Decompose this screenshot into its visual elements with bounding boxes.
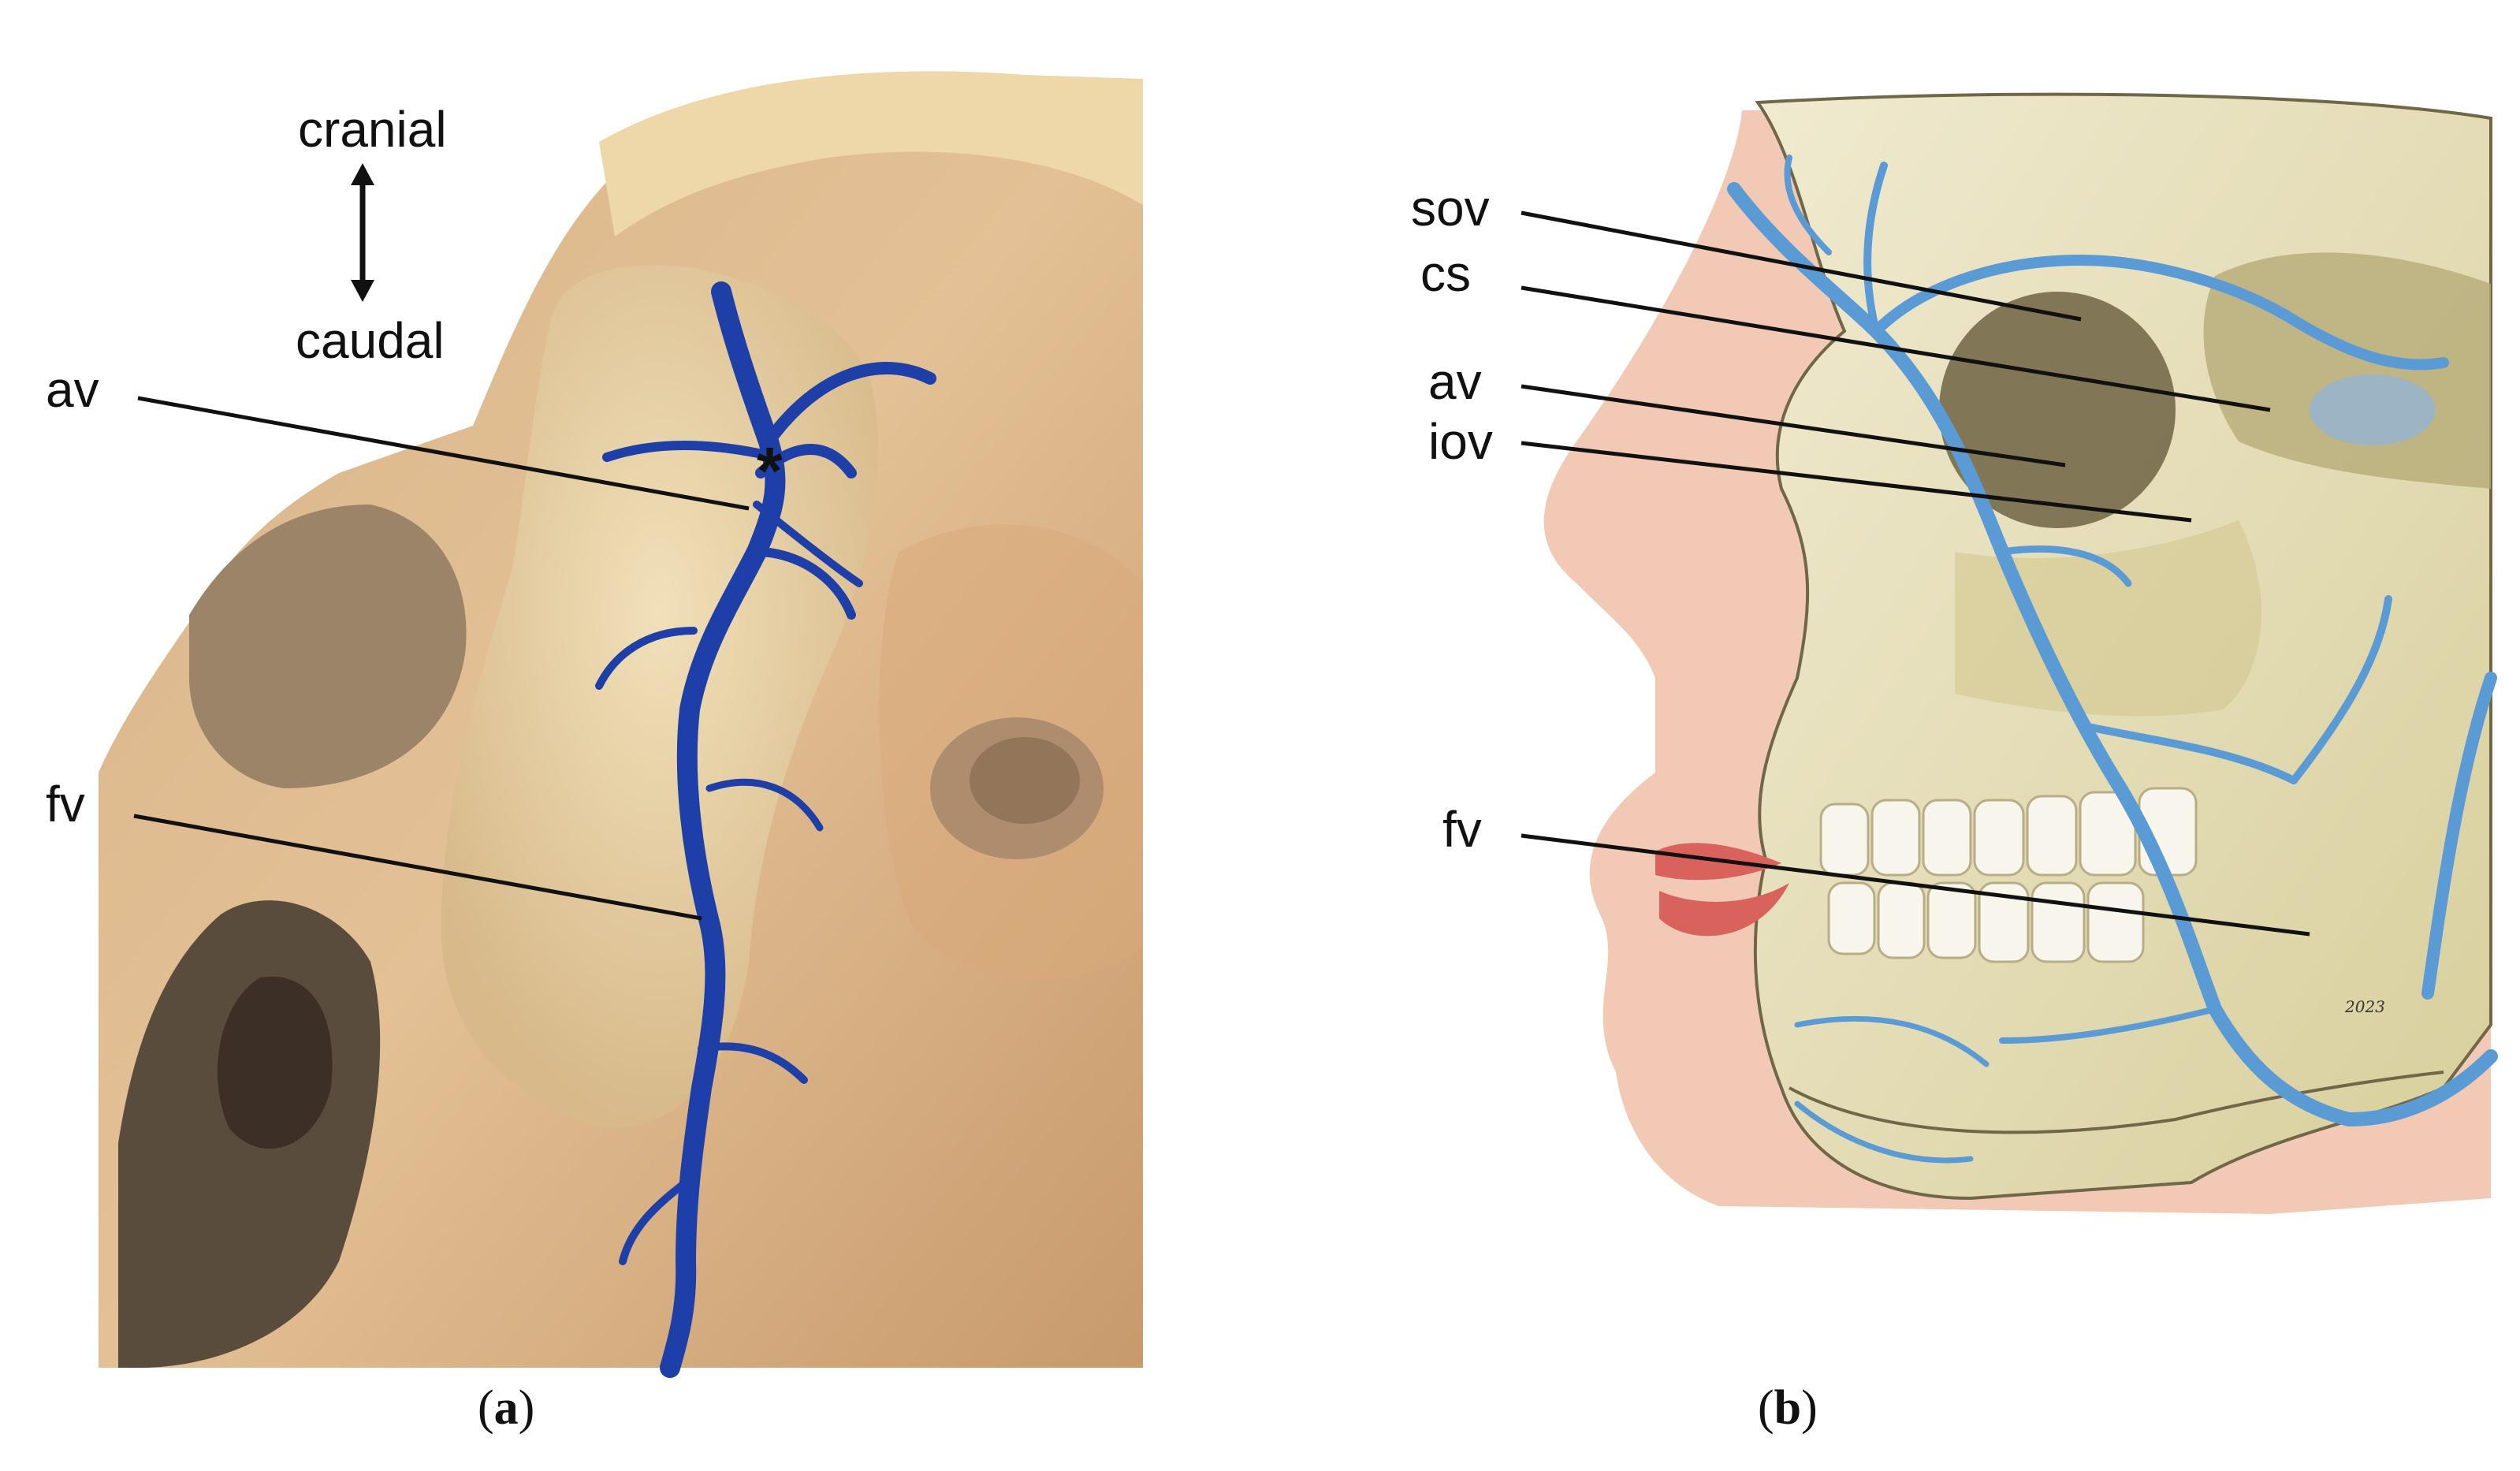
- cs-leader-line: [1521, 285, 2271, 412]
- skull-illustration: [1543, 92, 2498, 1214]
- iov-label: iov: [1428, 413, 1493, 470]
- orientation-cranial-label: cranial: [298, 101, 447, 158]
- caption-b: (b): [1758, 1383, 1818, 1432]
- double-arrow-icon: [351, 163, 374, 302]
- caption-close: ): [1801, 1381, 1818, 1435]
- dissection-photo: [99, 0, 1143, 1378]
- caption-close: ): [518, 1381, 535, 1435]
- asterisk-marker: *: [757, 434, 783, 508]
- fv-label: fv: [46, 776, 85, 832]
- caption-open: (: [478, 1381, 494, 1435]
- caption-open: (: [1758, 1381, 1774, 1435]
- iov-leader-line: [1521, 441, 2192, 523]
- cs-label: cs: [1420, 245, 1471, 302]
- av-b-label: av: [1428, 353, 1482, 410]
- av-b-leader-line: [1521, 384, 2066, 467]
- av-label: av: [46, 361, 99, 418]
- av-leader-line: [137, 396, 750, 511]
- panel-b-leader-lines: [1521, 210, 2310, 937]
- panel-a-leader-lines: [133, 396, 750, 921]
- caption-letter: b: [1774, 1381, 1802, 1435]
- fv-leader-line: [133, 814, 702, 921]
- fv-b-leader-line: [1521, 833, 2310, 937]
- caption-letter: a: [493, 1381, 519, 1435]
- sov-leader-line: [1521, 210, 2082, 322]
- sov-label: sov: [1411, 180, 1490, 236]
- panel-b-illustration: sov cs av iov fv 2023 (b): [1245, 0, 2520, 1471]
- fv-b-label: fv: [1442, 801, 1482, 858]
- panel-a-dissection-photo: cranial caudal av * fv (a): [0, 0, 1182, 1471]
- caption-a: (a): [478, 1383, 534, 1432]
- orientation-caudal-label: caudal: [296, 312, 445, 369]
- signature-year: 2023: [2345, 997, 2385, 1016]
